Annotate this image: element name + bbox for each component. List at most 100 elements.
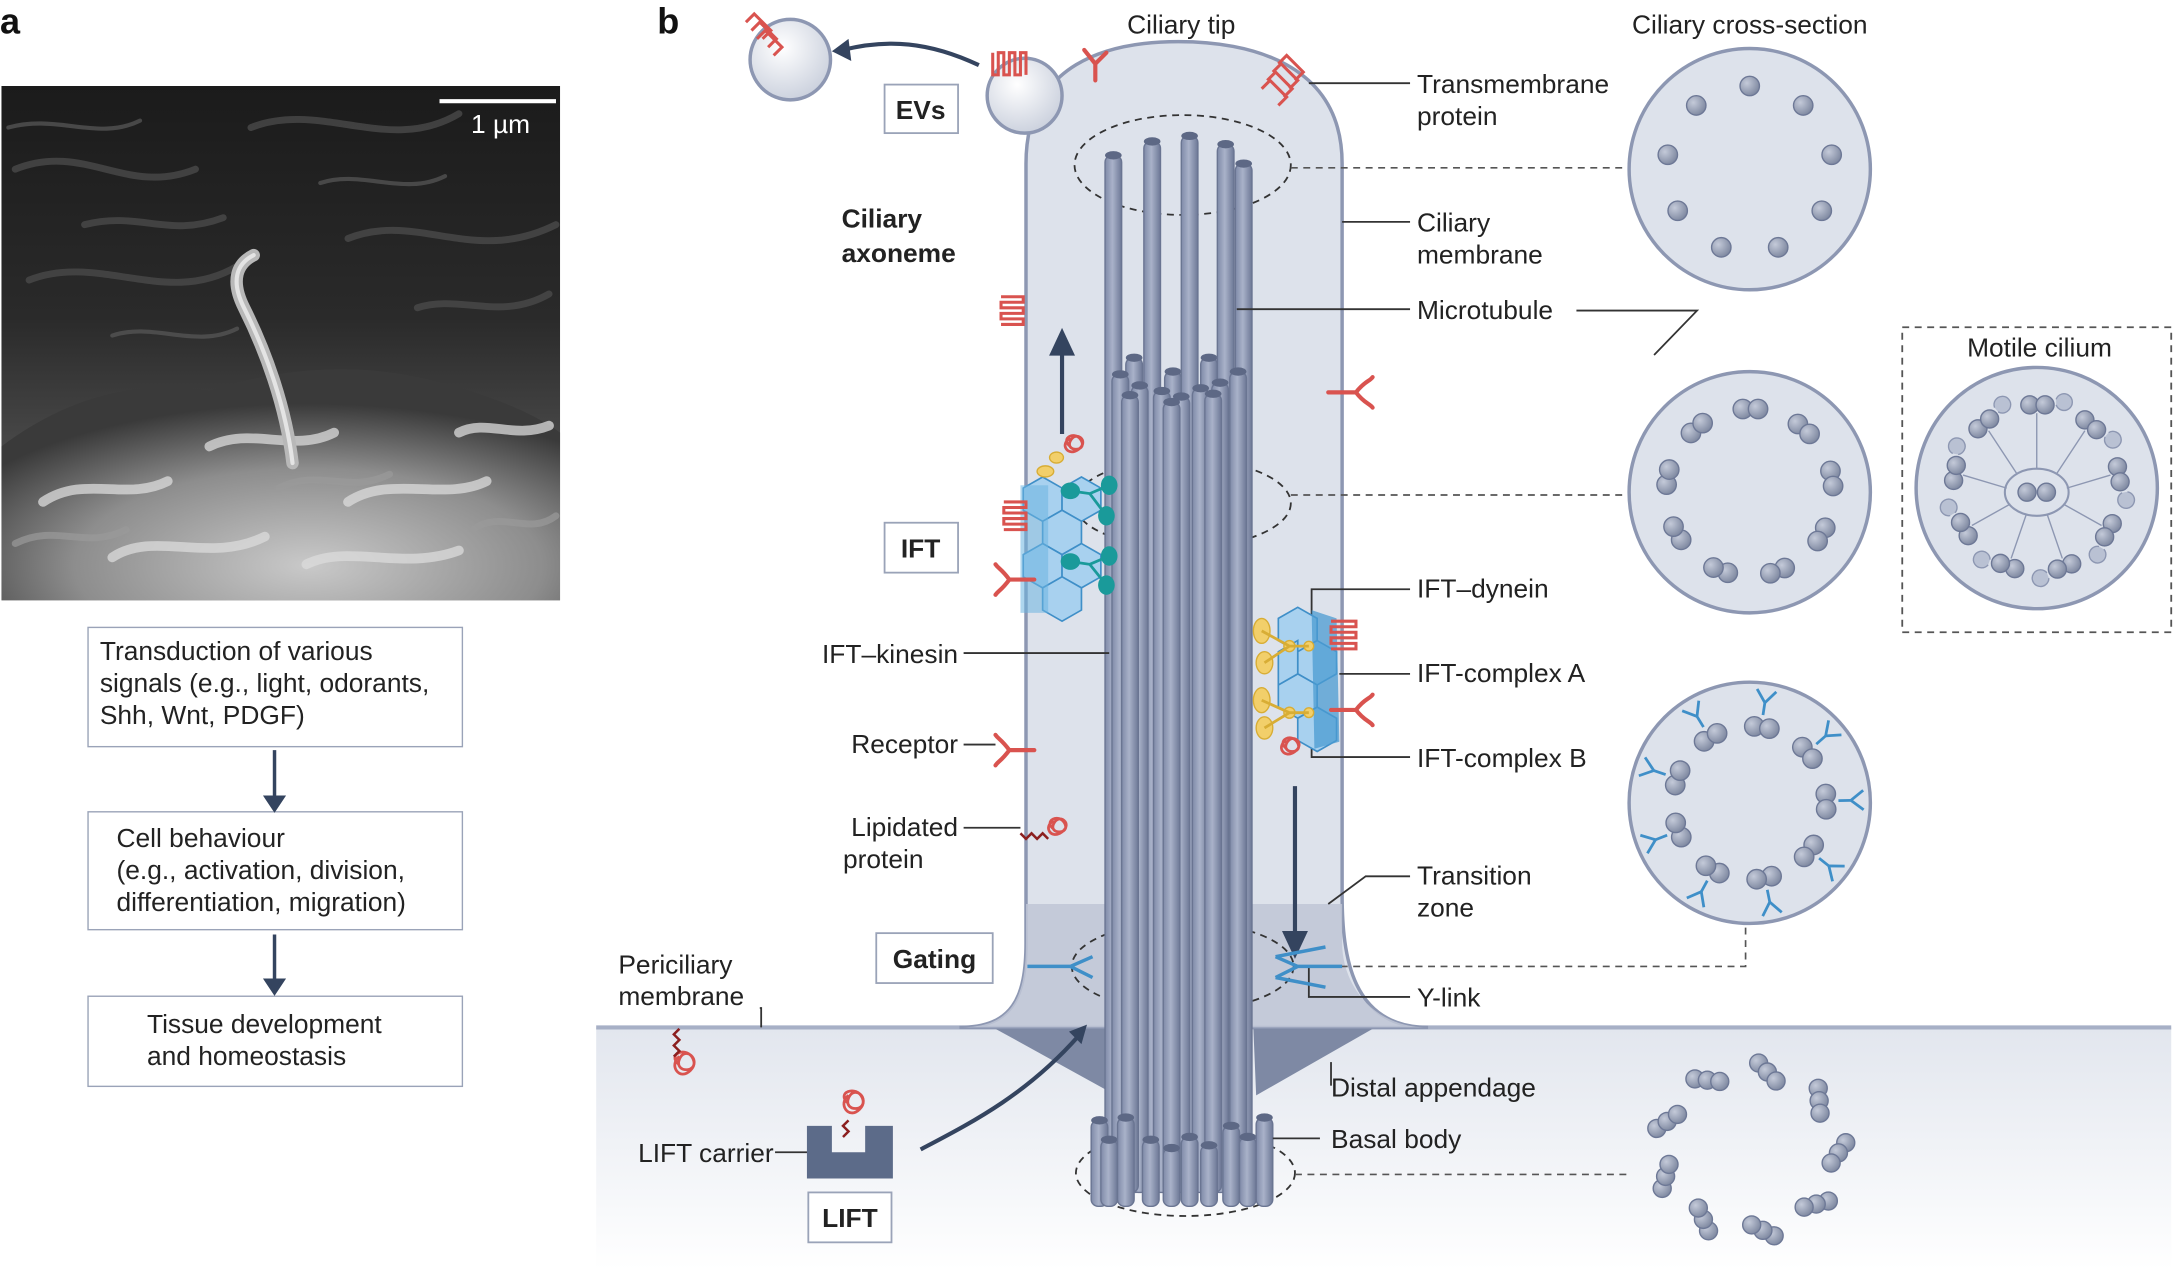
y-link-arm xyxy=(1686,890,1702,900)
tubule-dot xyxy=(1695,855,1717,877)
flow-box-line: (e.g., activation, division, xyxy=(116,856,405,886)
tubule-dot xyxy=(1793,846,1815,868)
sem-micrograph: 1 µm xyxy=(1,85,561,601)
tubule-dot xyxy=(2110,472,2130,492)
y-link-stem xyxy=(1695,715,1705,728)
y-link-stem xyxy=(1815,734,1827,746)
ciliary-tip-label: Ciliary tip xyxy=(1127,9,1235,39)
tubule-dot xyxy=(1685,95,1707,116)
tubule-dot xyxy=(1692,412,1714,434)
panel-b-label: b xyxy=(657,0,680,42)
tubule-dot xyxy=(1811,200,1833,222)
y-link-arm xyxy=(1755,688,1767,704)
tubule-dot xyxy=(2017,482,2037,502)
tubule-dot xyxy=(1665,812,1687,834)
tubule-dot xyxy=(2047,559,2068,579)
flow-box-line: Cell behaviour xyxy=(116,824,285,855)
microtubule-end xyxy=(1111,370,1129,379)
tubule-dot xyxy=(1802,748,1823,770)
tubule-dot xyxy=(2036,482,2057,502)
tubule-dot xyxy=(1815,798,1837,820)
tubule-dot xyxy=(1990,553,2011,574)
dynein-arm xyxy=(1993,395,2012,414)
ift-box-label: IFT xyxy=(901,533,940,563)
y-link-arm xyxy=(1646,839,1657,855)
basal-body-microtubule-end xyxy=(1091,1116,1108,1125)
radial-spoke xyxy=(1971,503,2011,527)
periciliary-label-line1: Periciliary xyxy=(618,949,733,979)
tubule-dot xyxy=(1739,75,1761,97)
tubule-dot xyxy=(1767,236,1789,258)
tubule-dot xyxy=(1950,512,1971,533)
tubule-dot xyxy=(1794,1197,1814,1217)
y-link-arm xyxy=(1827,865,1834,882)
basal-body-microtubule-end xyxy=(1100,1135,1118,1144)
microtubule-end xyxy=(1192,384,1210,393)
ift-complex-b-label: IFT-complex B xyxy=(1417,743,1587,773)
basal-body-microtubule-end xyxy=(1256,1113,1273,1122)
y-link-arm xyxy=(1824,720,1830,737)
tubule-dot xyxy=(1657,144,1679,166)
basal-body-label: Basal body xyxy=(1331,1124,1462,1154)
microtubule-end xyxy=(1163,397,1180,407)
basal-body-microtubule xyxy=(1116,1116,1135,1207)
y-link-arm xyxy=(1643,756,1655,772)
flow-box-line: Shh, Wnt, PDGF) xyxy=(99,701,305,731)
microtubule xyxy=(1120,394,1139,1194)
cross-section-title: Ciliary cross-section xyxy=(1632,9,1868,39)
panel-a-label: a xyxy=(0,0,21,42)
basal-body-microtubule xyxy=(1100,1139,1119,1207)
ciliary-membrane-label-line2: membrane xyxy=(1417,239,1543,269)
basal-body-microtubule-end xyxy=(1200,1141,1218,1150)
basal-body-microtubule xyxy=(1199,1144,1219,1207)
ift-dynein-label: IFT–dynein xyxy=(1417,574,1549,604)
microtubule-end xyxy=(1153,386,1171,396)
tubule-dot xyxy=(1741,1215,1762,1235)
radial-spoke xyxy=(2066,474,2111,489)
tubule-dot xyxy=(1810,1103,1830,1123)
tubule-dot xyxy=(1758,718,1780,740)
tubule-dot xyxy=(1706,722,1728,744)
flow-box-line: Transduction of various xyxy=(99,637,373,667)
microtubule xyxy=(1204,393,1223,1194)
tubule-dot xyxy=(1710,1071,1730,1092)
axoneme-label-line2: axoneme xyxy=(842,238,956,268)
y-link-arm xyxy=(1850,799,1865,811)
microtubule-end xyxy=(1131,381,1149,390)
y-link-arm xyxy=(1768,900,1783,914)
scale-bar-label: 1 µm xyxy=(471,109,530,139)
periciliary-label-line2: membrane xyxy=(618,981,744,1011)
ift-box: IFT xyxy=(883,521,959,574)
tubule-dot xyxy=(2086,419,2107,440)
tubule-dot xyxy=(1703,557,1724,578)
lift-box: LIFT xyxy=(807,1191,893,1244)
y-link-stem xyxy=(1653,769,1667,776)
y-link-label: Y-link xyxy=(1417,983,1481,1013)
gating-box-label: Gating xyxy=(893,944,976,974)
basal-body-microtubule xyxy=(1141,1139,1160,1207)
basal-body-microtubule xyxy=(1180,1136,1199,1207)
tubule-dot xyxy=(1759,562,1781,584)
tubule-dot xyxy=(1946,455,1966,476)
lipidated-protein-label-line2: protein xyxy=(843,844,924,874)
basal-body-microtubule-end xyxy=(1181,1132,1198,1142)
y-link-arm xyxy=(1639,833,1656,842)
flow-box-line: differentiation, migration) xyxy=(116,888,406,918)
flow-box-tissue: Tissue development and homeostasis xyxy=(87,995,464,1088)
dynein-arm xyxy=(2055,393,2073,412)
y-link-arm xyxy=(1638,769,1655,778)
microtubule-end xyxy=(1164,367,1182,376)
microtubule-end xyxy=(1229,367,1247,376)
tubule-dot xyxy=(1747,398,1769,420)
dynein-arm xyxy=(1972,550,1991,569)
distal-appendage-label: Distal appendage xyxy=(1331,1073,1536,1103)
y-link-arm xyxy=(1763,690,1778,704)
ift-complex-a-label: IFT-complex A xyxy=(1417,658,1586,688)
flow-box-line: and homeostasis xyxy=(146,1042,347,1072)
basal-body-microtubule-end xyxy=(1239,1132,1257,1142)
basal-body-microtubule-end xyxy=(1163,1143,1180,1153)
dynein-arm xyxy=(1939,498,1958,517)
receptor-label: Receptor xyxy=(851,729,958,759)
microtubule xyxy=(1162,401,1181,1194)
